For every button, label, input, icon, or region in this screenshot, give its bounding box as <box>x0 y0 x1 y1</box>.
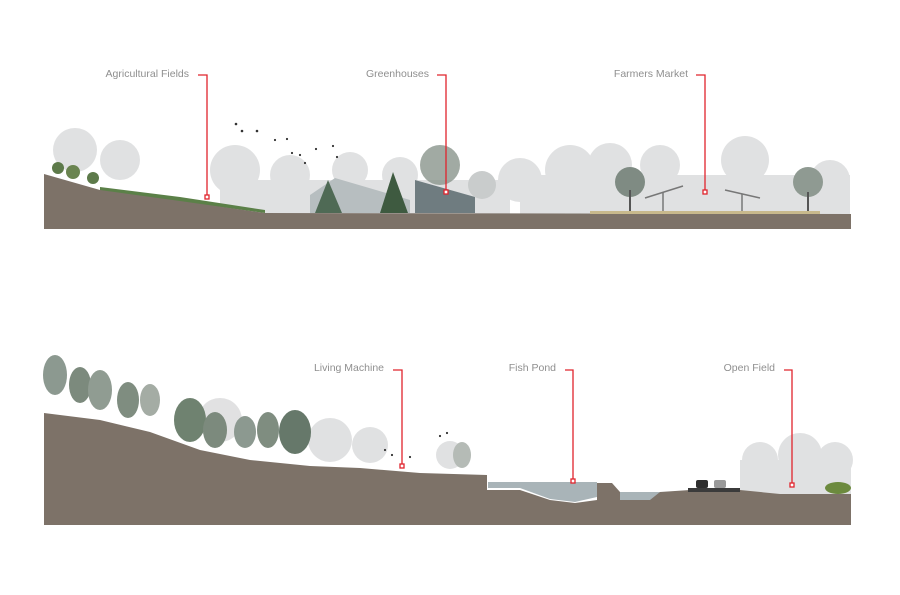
label-agricultural-fields: Agricultural Fields <box>105 68 189 80</box>
car-icon <box>714 480 726 488</box>
fish-pond-water <box>488 482 597 502</box>
leader-lines <box>198 74 795 488</box>
lower-foreground-trees <box>43 355 471 468</box>
upper-foreground-trees <box>52 145 823 213</box>
label-open-field: Open Field <box>723 362 775 374</box>
label-living-machine: Living Machine <box>313 362 384 374</box>
channel-water <box>620 492 660 500</box>
label-farmers-market: Farmers Market <box>613 68 688 80</box>
label-fish-pond: Fish Pond <box>508 362 556 374</box>
road <box>688 488 740 492</box>
market-canopies <box>644 185 761 213</box>
birds <box>234 122 339 165</box>
lower-ground <box>44 413 851 525</box>
lower-birds <box>383 431 449 459</box>
label-greenhouses: Greenhouses <box>365 68 429 80</box>
shrub <box>825 482 851 494</box>
car-icon <box>696 480 708 488</box>
market-grass <box>590 211 820 214</box>
crops <box>100 187 265 213</box>
upper-ground <box>44 174 851 229</box>
